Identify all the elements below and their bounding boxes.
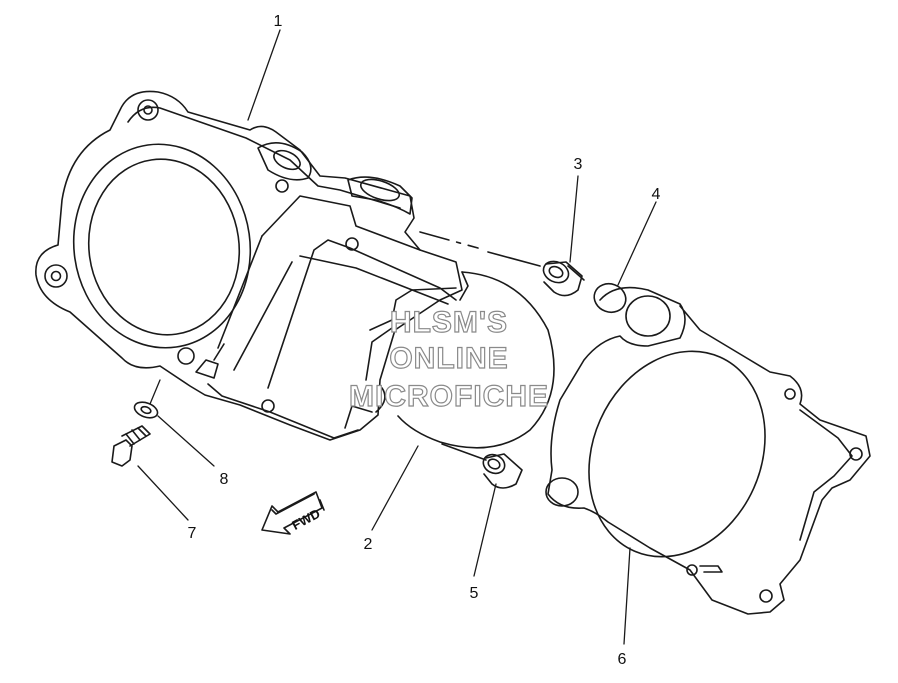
watermark: HLSM'S ONLINE MICROFICHE (348, 305, 549, 413)
o-ring-part-4[interactable] (590, 279, 630, 316)
callout-1: 1 (274, 13, 283, 30)
callout-5: 5 (470, 585, 479, 602)
cylinder-gasket-part-2[interactable] (397, 271, 555, 449)
bolt-part-7[interactable] (111, 425, 151, 467)
leader-lines (137, 29, 657, 645)
callout-7: 7 (188, 525, 197, 542)
cylinder-part-1[interactable] (35, 90, 541, 461)
forward-arrow-icon (261, 491, 325, 535)
watermark-line-3: MICROFICHE (349, 380, 549, 413)
callout-4: 4 (652, 186, 661, 203)
callout-6: 6 (618, 651, 627, 668)
dowel-pin-part-5[interactable] (480, 451, 523, 489)
callout-3: 3 (574, 156, 583, 173)
watermark-line-1: HLSM'S (390, 306, 508, 339)
washer-part-8[interactable] (132, 399, 159, 420)
dowel-pin-part-3[interactable] (540, 257, 585, 297)
watermark-line-2: ONLINE (389, 342, 508, 375)
base-gasket-part-6[interactable] (545, 286, 871, 615)
callout-8: 8 (220, 471, 229, 488)
callout-2: 2 (364, 536, 373, 553)
fwd-label: FWD (289, 506, 322, 533)
